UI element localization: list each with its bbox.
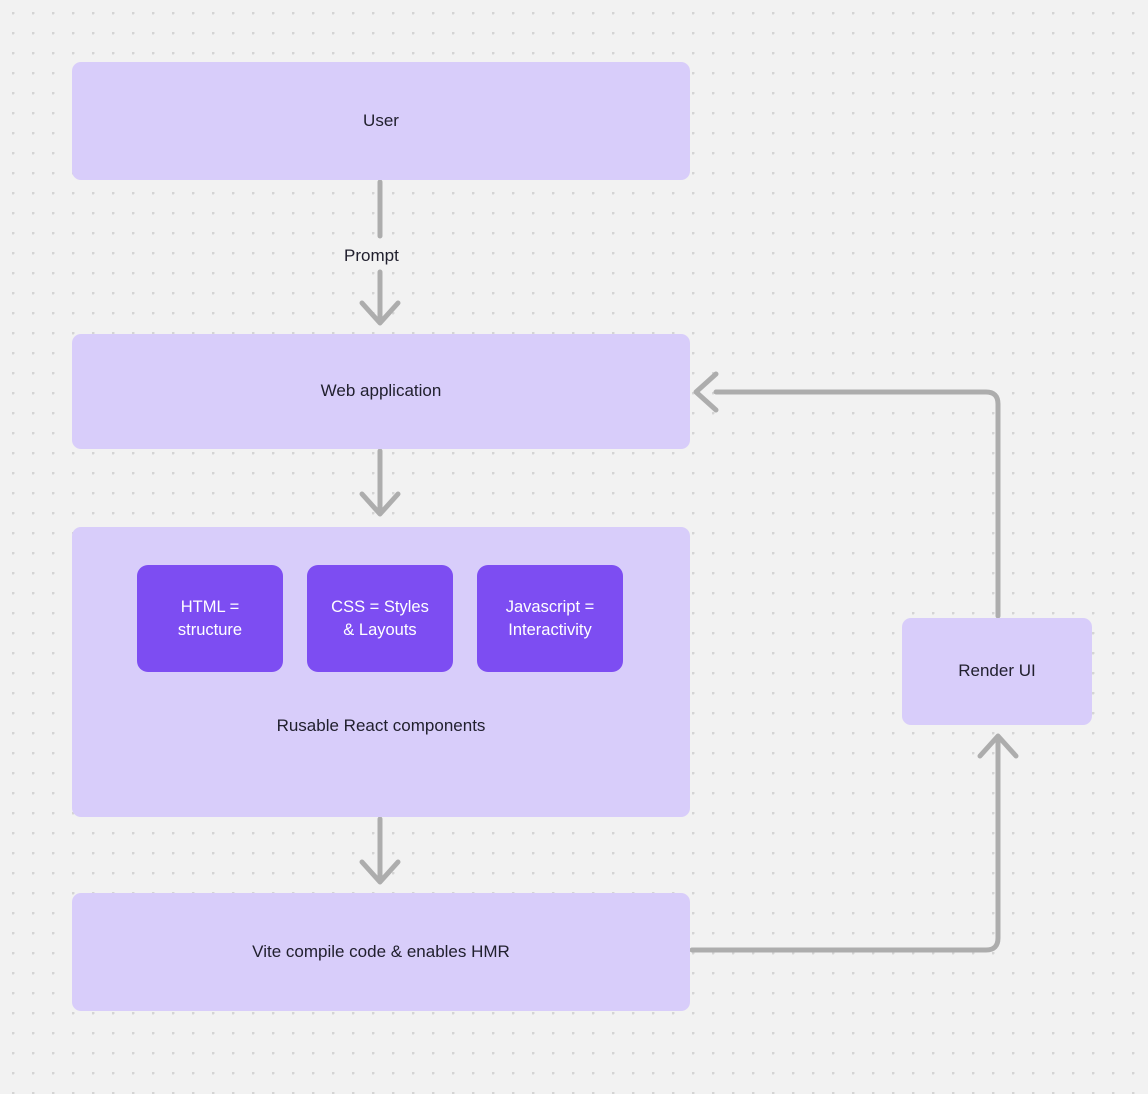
edge-vite-to-render — [689, 735, 1001, 953]
edge-vite-to-render-arrowhead — [977, 733, 1019, 759]
node-web-application[interactable]: Web application — [72, 334, 690, 449]
node-components-caption: Rusable React components — [276, 716, 486, 735]
node-user[interactable]: User — [72, 62, 690, 180]
node-html[interactable]: HTML = structure — [137, 565, 283, 672]
edge-render-to-webapp-arrowhead — [693, 371, 719, 413]
node-vite[interactable]: Vite compile code & enables HMR — [72, 893, 690, 1011]
node-css[interactable]: CSS = Styles & Layouts — [307, 565, 453, 672]
edge-components-to-vite-arrowhead — [359, 859, 401, 885]
node-javascript[interactable]: Javascript = Interactivity — [477, 565, 623, 672]
node-render-ui[interactable]: Render UI — [902, 618, 1092, 725]
edge-label-prompt: Prompt — [344, 246, 399, 265]
edge-render-to-webapp — [713, 389, 1001, 619]
edge-user-to-webapp-arrowhead — [359, 300, 401, 326]
edge-webapp-to-components-arrowhead — [359, 491, 401, 517]
